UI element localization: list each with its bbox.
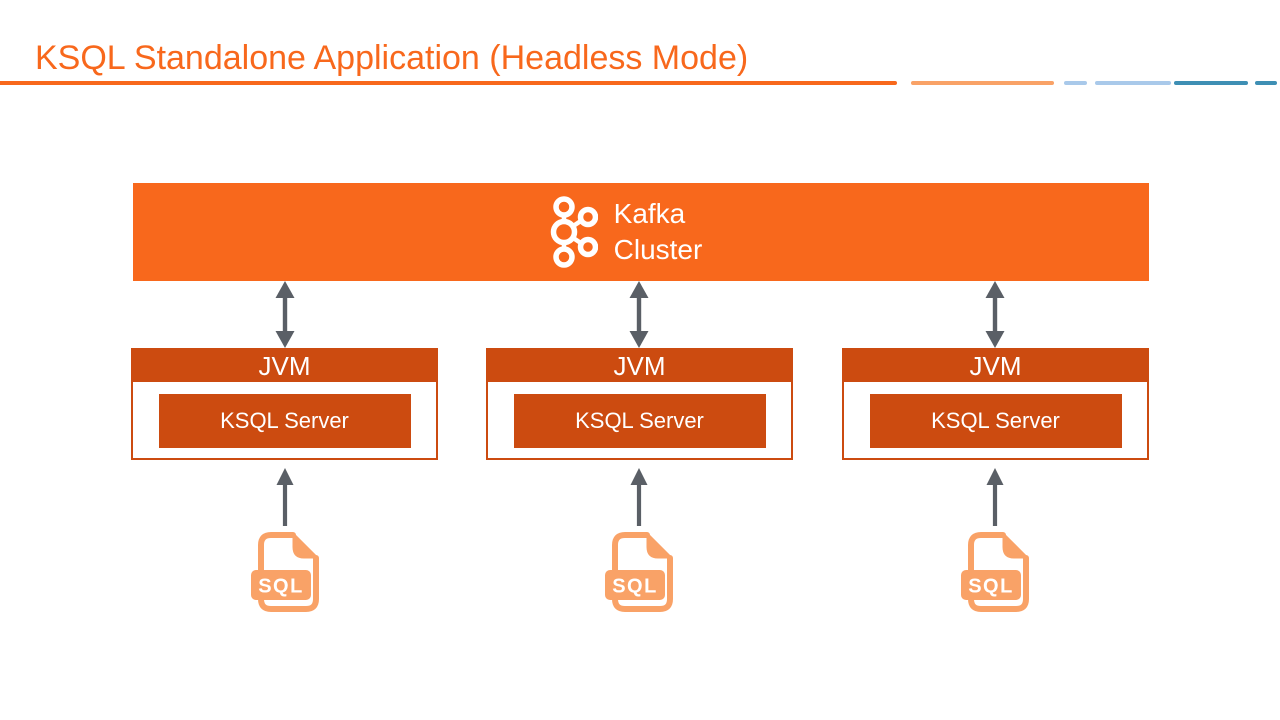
jvm-box: JVM KSQL Server — [131, 348, 438, 460]
underline-segment — [1095, 81, 1171, 85]
bidirectional-arrow-icon — [275, 281, 295, 348]
page-title: KSQL Standalone Application (Headless Mo… — [35, 39, 749, 77]
sql-file-label: SQL — [968, 576, 1014, 598]
sql-file-icon: SQL — [961, 532, 1029, 612]
title-underline — [0, 81, 897, 85]
ksql-server-box: KSQL Server — [869, 394, 1122, 448]
underline-segment — [911, 81, 1054, 85]
sql-file-icon: SQL — [251, 532, 319, 612]
kafka-cluster-box: Kafka Cluster — [133, 183, 1149, 281]
jvm-box: JVM KSQL Server — [486, 348, 793, 460]
kafka-logo-icon — [550, 196, 598, 268]
bidirectional-arrow-icon — [985, 281, 1005, 348]
bidirectional-arrow-icon — [629, 281, 649, 348]
jvm-body: KSQL Server — [488, 382, 791, 458]
jvm-body: KSQL Server — [844, 382, 1147, 458]
ksql-server-box: KSQL Server — [158, 394, 411, 448]
jvm-header: JVM — [488, 350, 791, 382]
sql-file-label: SQL — [258, 576, 304, 598]
ksql-server-box: KSQL Server — [513, 394, 766, 448]
underline-segment — [1174, 81, 1248, 85]
underline-segment — [1064, 81, 1087, 85]
sql-file-icon: SQL — [605, 532, 673, 612]
jvm-header: JVM — [133, 350, 436, 382]
up-arrow-icon — [630, 468, 648, 526]
jvm-body: KSQL Server — [133, 382, 436, 458]
underline-segment — [1255, 81, 1277, 85]
kafka-label-line1: Kafka — [613, 198, 686, 229]
sql-file-label: SQL — [612, 576, 658, 598]
up-arrow-icon — [986, 468, 1004, 526]
up-arrow-icon — [276, 468, 294, 526]
jvm-box: JVM KSQL Server — [842, 348, 1149, 460]
kafka-cluster-label: Kafka Cluster — [614, 196, 703, 268]
kafka-label-line2: Cluster — [613, 234, 703, 265]
jvm-header: JVM — [844, 350, 1147, 382]
